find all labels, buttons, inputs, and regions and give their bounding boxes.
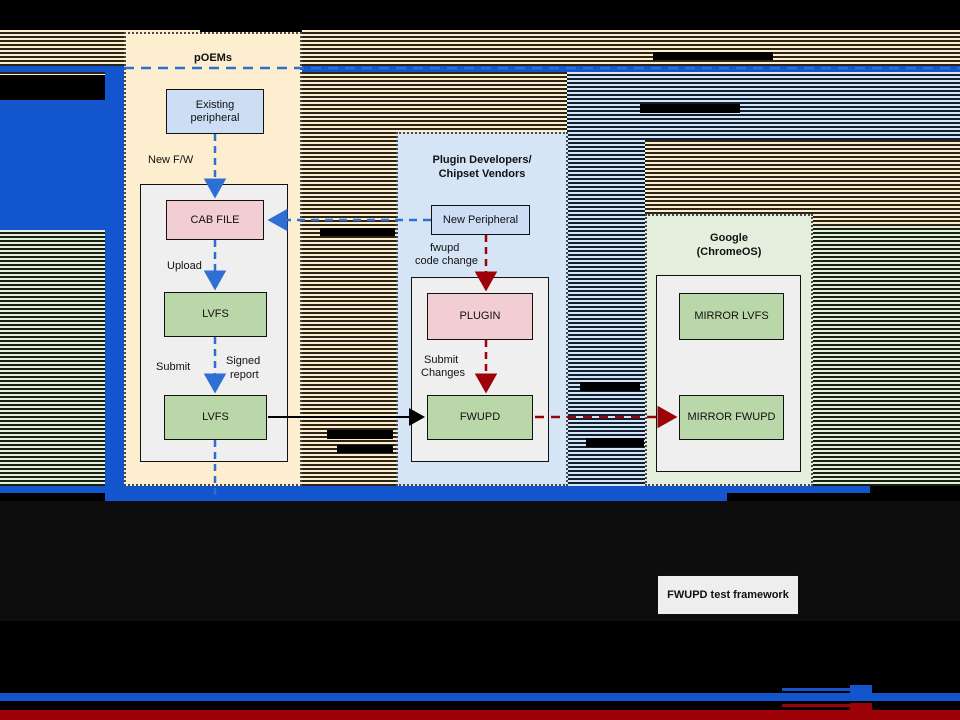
node-existing-peripheral-label-2: peripheral xyxy=(190,111,240,124)
glitch-black-blot-topright xyxy=(653,52,773,60)
node-plugin[interactable]: PLUGIN xyxy=(427,293,533,340)
edge-label-signed-report-1: Signed xyxy=(226,355,261,367)
node-mirror-fwupd-label: MIRROR FWUPD xyxy=(687,411,776,423)
node-lvfs-upload[interactable]: LVFS xyxy=(164,292,267,337)
edge-label-submit: Submit xyxy=(156,361,191,373)
node-existing-peripheral-label-1: Existing xyxy=(195,98,235,111)
node-mirror-lvfs[interactable]: MIRROR LVFS xyxy=(679,293,784,340)
glitch-black-blot-lower1 xyxy=(327,430,393,439)
glitch-legend-red-thick xyxy=(0,710,960,720)
panel-plugin-title-2: Chipset Vendors xyxy=(438,168,526,180)
panel-plugin-title-1: Plugin Developers/ xyxy=(432,154,532,166)
node-cab-file[interactable]: CAB FILE xyxy=(166,200,264,240)
edge-label-submit-changes-2: Changes xyxy=(421,367,466,379)
node-mirror-lvfs-label: MIRROR LVFS xyxy=(694,310,769,322)
glitch-band-blue-lower2 xyxy=(105,493,727,501)
glitch-stripes-green-right xyxy=(813,226,960,486)
node-existing-peripheral[interactable]: Existing peripheral xyxy=(166,89,264,134)
glitch-legend-blue-square xyxy=(850,685,872,701)
glitch-stripes-blue-col2 xyxy=(567,72,960,140)
glitch-band-bottom-black xyxy=(0,621,960,691)
glitch-stripes-green-left xyxy=(0,226,105,486)
edge-label-new-fw: New F/W xyxy=(148,154,194,166)
edge-label-fwupd-code-change-1: fwupd xyxy=(430,242,460,254)
node-new-peripheral[interactable]: New Peripheral xyxy=(431,205,530,235)
glitch-legend-blue-thick xyxy=(0,693,960,701)
glitch-black-blot-bluecol1 xyxy=(580,382,640,391)
glitch-band-bottom-dark xyxy=(0,501,960,621)
node-new-peripheral-label: New Peripheral xyxy=(442,213,519,226)
node-fwupd[interactable]: FWUPD xyxy=(427,395,533,440)
glitch-legend-red-thin xyxy=(782,704,870,707)
edge-label-signed-report-2: report xyxy=(230,369,259,381)
glitch-black-blot-bluecol2 xyxy=(586,438,644,447)
glitch-legend-red-square xyxy=(850,703,872,720)
node-mirror-fwupd[interactable]: MIRROR FWUPD xyxy=(679,395,784,440)
glitch-stripes-blue-col xyxy=(567,140,645,486)
edge-label-submit-changes-1: Submit xyxy=(424,354,459,366)
glitch-legend-gap xyxy=(872,701,960,710)
glitch-black-blot-mid xyxy=(320,228,395,236)
node-lvfs-upload-label: LVFS xyxy=(202,308,229,320)
node-lvfs-submit-label: LVFS xyxy=(202,411,229,423)
node-lvfs-submit[interactable]: LVFS xyxy=(164,395,267,440)
node-fwupd-test-framework[interactable]: FWUPD test framework xyxy=(657,575,799,615)
panel-google-title-1: Google xyxy=(710,232,748,244)
panel-poems-title: pOEMs xyxy=(194,52,232,64)
node-plugin-label: PLUGIN xyxy=(459,310,501,322)
glitch-blue-block-upper-left xyxy=(0,100,105,230)
glitch-legend-blue-thin xyxy=(782,688,870,691)
glitch-vertical-blue-band xyxy=(105,72,128,486)
glitch-band-blue-lower xyxy=(0,486,870,493)
node-cab-file-label: CAB FILE xyxy=(190,213,240,226)
edge-label-upload: Upload xyxy=(167,260,202,272)
glitch-band-top xyxy=(0,0,960,30)
node-fwupd-test-framework-label: FWUPD test framework xyxy=(667,588,789,601)
panel-google-title-2: (ChromeOS) xyxy=(696,246,762,258)
edge-label-fwupd-code-change-2: code change xyxy=(415,255,478,267)
node-fwupd-label: FWUPD xyxy=(459,411,501,423)
glitch-stripes-cream-mid xyxy=(302,226,396,486)
glitch-black-blot-topright2 xyxy=(640,104,740,113)
glitch-black-blot-lower2 xyxy=(337,445,393,453)
